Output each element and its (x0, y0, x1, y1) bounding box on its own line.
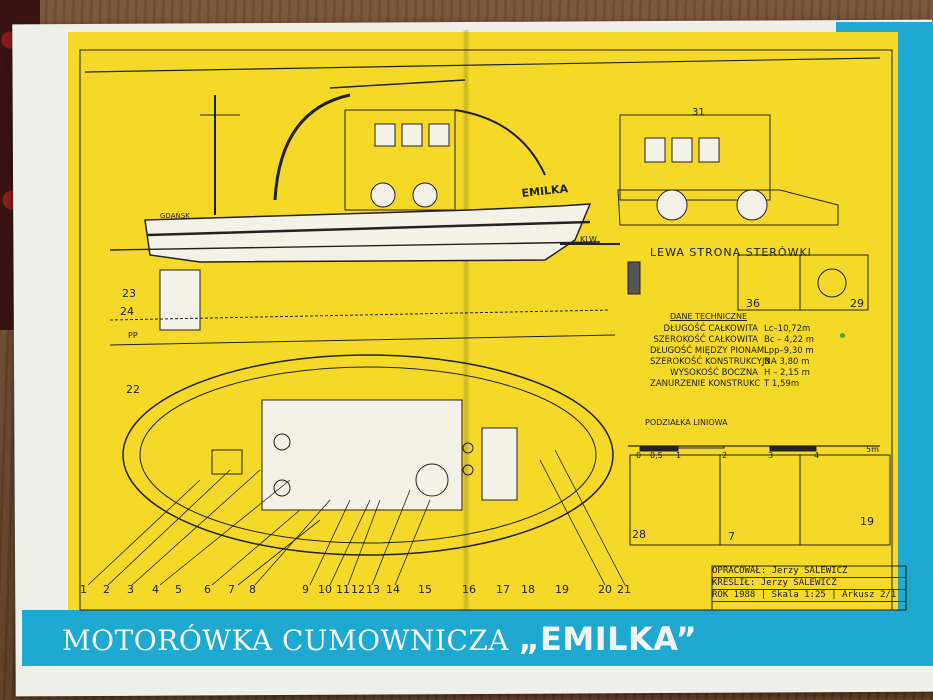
scale-tick: 5m (866, 445, 879, 454)
side-number-23: 23 (122, 287, 136, 300)
port-label: GDAŃSK (160, 211, 190, 220)
callout-number: 20 (598, 583, 612, 596)
callout-number: 16 (462, 583, 476, 596)
pp-label: PP (128, 331, 138, 340)
callout-number: 8 (249, 583, 256, 596)
scale-tick: 4 (814, 451, 819, 460)
banner-prefix: MOTORÓWKA CUMOWNICZA (62, 624, 510, 657)
detail-label-7: 7 (728, 530, 735, 543)
callout-number: 21 (617, 583, 631, 596)
callout-number: 18 (521, 583, 535, 596)
meta-row: ROK 1988 | Skala 1:25 | Arkusz 2/1 (712, 590, 906, 602)
callout-number: 17 (496, 583, 510, 596)
callout-number: 15 (418, 583, 432, 596)
callout-number: 19 (555, 583, 569, 596)
label-29: 29 (850, 297, 864, 310)
scale-title: PODZIAŁKA LINIOWA (645, 418, 728, 427)
banner-ship-name: „EMILKA” (518, 620, 698, 658)
klw-label: KLW (580, 235, 597, 244)
drawing-frame (79, 49, 893, 611)
title-block: OPRACOWAŁ: Jerzy SALEWICZ KREŚLIŁ: Jerzy… (712, 566, 906, 610)
scale-tick: 2 (722, 451, 727, 460)
green-mark (840, 333, 845, 338)
callout-number: 10 (318, 583, 332, 596)
callout-number: 6 (204, 583, 211, 596)
side-number-22: 22 (126, 383, 140, 396)
bottom-band (22, 610, 933, 666)
callout-number: 13 (366, 583, 380, 596)
callout-number: 11 (336, 583, 350, 596)
callout-number: 12 (351, 583, 365, 596)
tech-row: DŁUGOŚĆ MIĘDZY PIONAMILpp–9,30 m (650, 346, 814, 356)
callout-number: 3 (127, 583, 134, 596)
callout-number: 2 (103, 583, 110, 596)
tech-heading: DANE TECHNICZNE (670, 312, 748, 321)
traced-by-row: KREŚLIŁ: Jerzy SALEWICZ (712, 578, 906, 590)
callout-number: 7 (228, 583, 235, 596)
label-31: 31 (692, 107, 705, 118)
wheelhouse-front (619, 114, 771, 201)
wheelhouse-title: LEWA STRONA STERÓWKI (650, 246, 812, 259)
detail-label-19: 19 (860, 515, 874, 528)
center-fold (462, 30, 470, 612)
deck-outline (122, 354, 614, 556)
callout-number: 4 (152, 583, 159, 596)
callout-number: 5 (175, 583, 182, 596)
callout-number: 1 (80, 583, 87, 596)
scale-tick: 0,5 (650, 451, 663, 460)
tech-row: SZEROKOŚĆ KONSTRUKCYJNAB – 3,80 m (650, 357, 810, 367)
title-banner: MOTORÓWKA CUMOWNICZA „EMILKA” (62, 620, 922, 660)
side-number-24: 24 (120, 305, 134, 318)
callout-number: 9 (302, 583, 309, 596)
detail-label-28: 28 (632, 528, 646, 541)
callout-number: 14 (386, 583, 400, 596)
hull-name: EMILKA (521, 182, 569, 200)
scale-tick: 3 (768, 451, 773, 460)
scale-tick: 1 (676, 451, 681, 460)
label-36: 36 (746, 297, 760, 310)
scale-tick: 0 (636, 451, 641, 460)
drawn-by-row: OPRACOWAŁ: Jerzy SALEWICZ (712, 566, 906, 578)
